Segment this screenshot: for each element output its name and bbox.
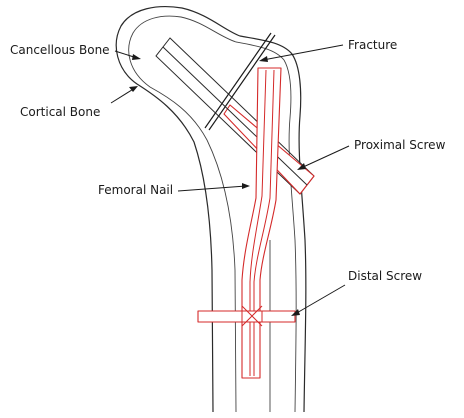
femoral-nail — [241, 67, 282, 379]
leader-fracture — [262, 44, 344, 61]
label-proximal-screw: Proximal Screw — [297, 138, 446, 170]
cancellous-inner-contour — [128, 15, 297, 413]
leader-femoral-nail — [177, 185, 247, 192]
label-fracture: Fracture — [259, 38, 397, 62]
label-femoral-nail-text: Femoral Nail — [98, 183, 173, 197]
arrowhead-femoral-nail — [242, 183, 250, 189]
arrowhead-cancellous-bone — [132, 54, 141, 60]
fracture-line — [208, 34, 276, 131]
distal-screw — [197, 305, 296, 327]
leader-cortical-bone — [110, 87, 136, 104]
label-cancellous-bone-text: Cancellous Bone — [10, 43, 110, 57]
label-cancellous-bone: Cancellous Bone — [10, 43, 141, 60]
label-fracture-text: Fracture — [348, 38, 397, 52]
arrowhead-proximal-screw — [297, 163, 306, 170]
label-cortical-bone: Cortical Bone — [20, 86, 138, 119]
label-cortical-bone-text: Cortical Bone — [20, 105, 100, 119]
leader-distal-screw — [294, 284, 346, 315]
label-proximal-screw-text: Proximal Screw — [354, 138, 446, 152]
label-femoral-nail: Femoral Nail — [98, 183, 250, 197]
cortical-outer-contour — [115, 5, 307, 413]
femur — [115, 5, 307, 413]
arrowhead-distal-screw — [291, 309, 300, 316]
label-distal-screw: Distal Screw — [291, 269, 422, 316]
leader-proximal-screw — [300, 145, 350, 169]
fracture-line-inner — [204, 32, 272, 129]
arrowhead-fracture — [259, 56, 268, 62]
arrowhead-cortical-bone — [129, 86, 138, 92]
label-distal-screw-text: Distal Screw — [348, 269, 422, 283]
